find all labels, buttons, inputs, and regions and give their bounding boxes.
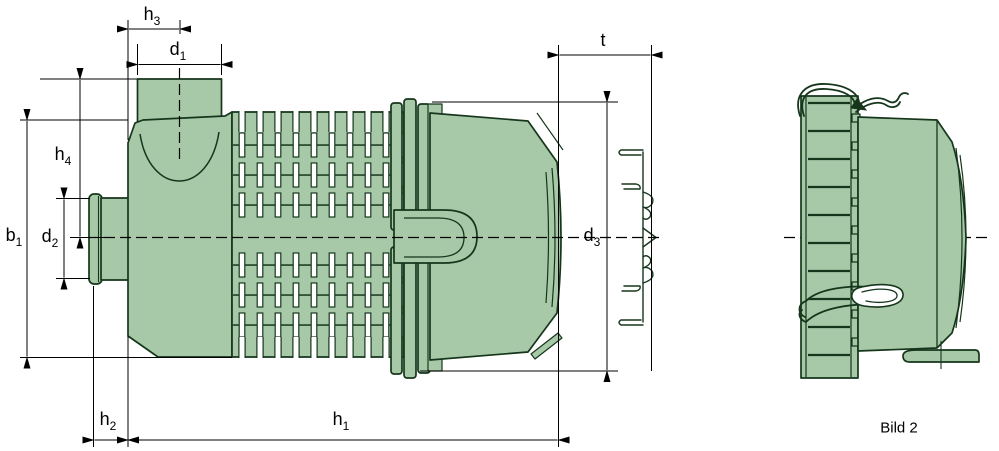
dim-label-b1: b1 bbox=[5, 225, 23, 249]
castellation-top bbox=[235, 111, 401, 132]
dim-label-d2: d2 bbox=[41, 226, 59, 250]
castellation-bottom bbox=[235, 337, 401, 358]
dim-label-h1: h1 bbox=[332, 409, 350, 433]
dim-label-d1: d1 bbox=[169, 39, 187, 63]
dim-label-t: t bbox=[600, 30, 606, 51]
end-cover bbox=[429, 112, 562, 361]
dim-label-d3: d3 bbox=[583, 225, 601, 249]
side-view-body bbox=[857, 116, 967, 352]
side-view-wire-clips bbox=[797, 83, 909, 323]
dim-label-h2: h2 bbox=[99, 409, 117, 433]
dim-label-h4: h4 bbox=[54, 144, 72, 168]
side-view-filter bbox=[800, 95, 980, 379]
side-view-slotted-band bbox=[800, 95, 859, 379]
dim-label-h3: h3 bbox=[143, 4, 161, 28]
main-view-filter-body bbox=[88, 78, 564, 379]
latch-clip bbox=[393, 209, 478, 264]
outlet-pipe-flange bbox=[88, 193, 103, 285]
figure-caption: Bild 2 bbox=[880, 419, 918, 437]
outlet-pipe bbox=[100, 197, 131, 281]
dimension-lines bbox=[20, 20, 663, 447]
